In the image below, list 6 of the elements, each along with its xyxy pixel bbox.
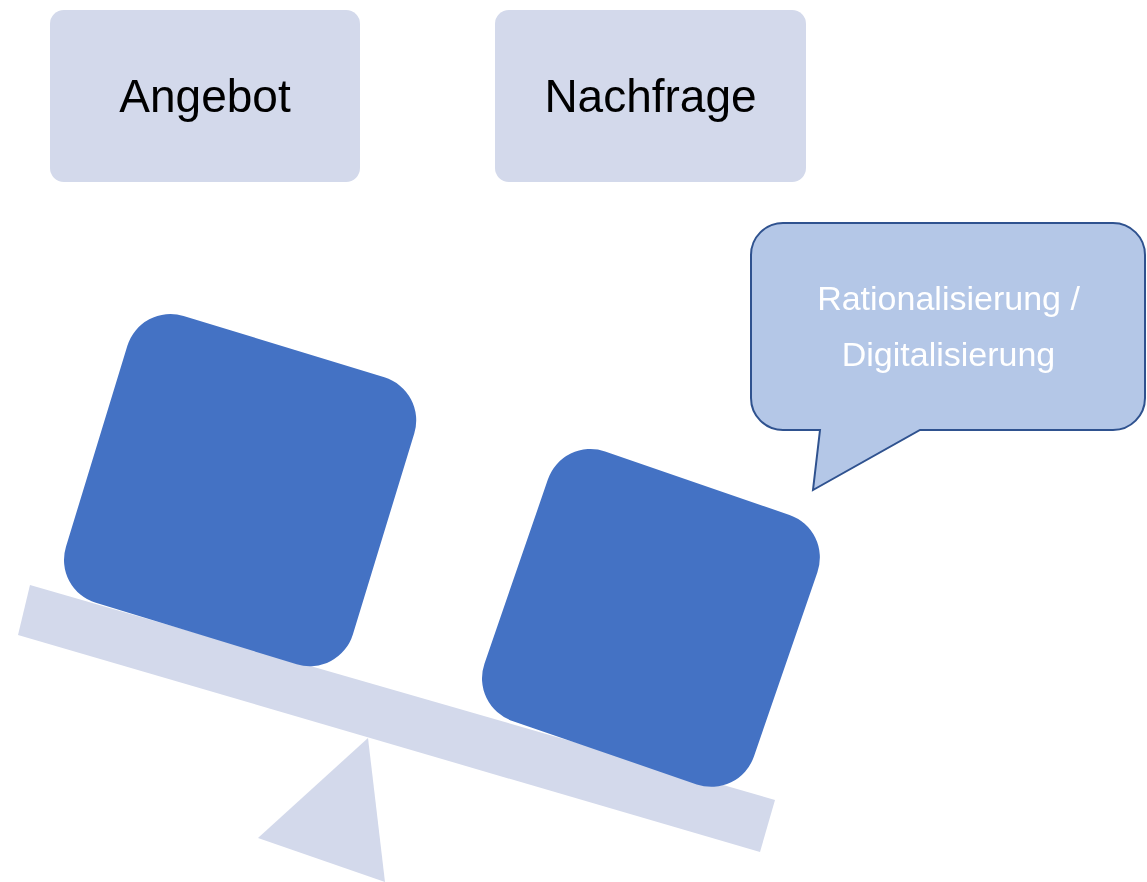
box-label: Angebot	[118, 69, 292, 124]
label-box	[495, 10, 806, 182]
label-box	[50, 10, 360, 182]
callout-text: Rationalisierung / Digitalisierung	[816, 278, 1081, 375]
speech-bubble	[750, 222, 1147, 492]
box-label: Nachfrage	[543, 69, 758, 124]
